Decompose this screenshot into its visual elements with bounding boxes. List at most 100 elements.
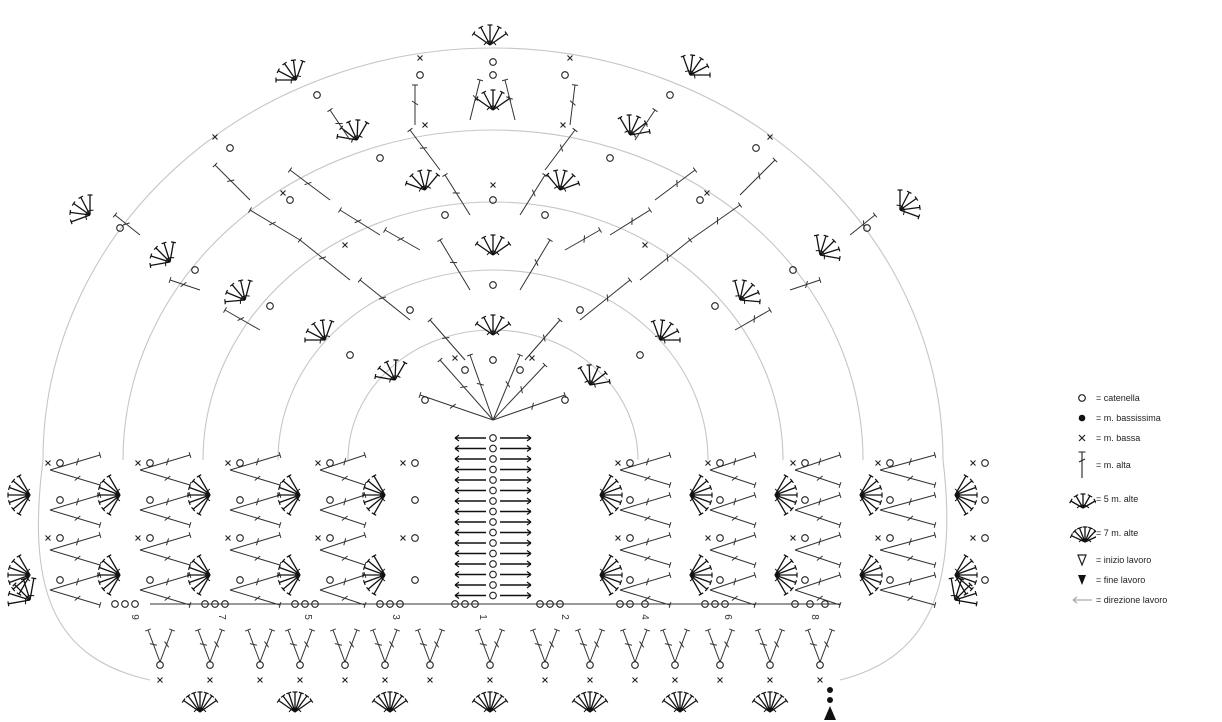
double-crochet (879, 531, 937, 551)
chain-stitch (326, 576, 334, 584)
fan-7-stitch (277, 554, 301, 596)
chain-stitch (111, 600, 119, 608)
double-crochet (229, 589, 282, 609)
double-crochet (223, 307, 261, 331)
double-crochet (370, 628, 386, 663)
chain-stitch (576, 306, 584, 314)
fan-7-stitch (7, 474, 31, 516)
double-crochet (407, 127, 441, 171)
chain-stitch (536, 600, 544, 608)
chain-stitch (381, 661, 389, 669)
double-crochet (467, 353, 494, 421)
chain-stitch (386, 600, 394, 608)
chain-stitch (266, 302, 274, 310)
chain-stitch (701, 600, 709, 608)
chain-stitch (636, 351, 644, 359)
chain-stitch (416, 71, 424, 79)
double-crochet (229, 549, 282, 569)
fan-5-stitch (304, 319, 335, 344)
chain-stitch (301, 600, 309, 608)
row-number-label: 3 (390, 614, 401, 620)
double-crochet (49, 549, 102, 569)
single-crochet (490, 182, 496, 188)
double-crochet (501, 78, 516, 121)
arrowhead (454, 466, 460, 473)
fan-5-stitch (474, 234, 512, 256)
arrowhead (454, 550, 460, 557)
double-crochet (195, 628, 211, 663)
fan-7-stitch (362, 474, 386, 516)
double-crochet (139, 451, 192, 471)
row-number-label: 8 (809, 614, 820, 620)
chain-stitch (326, 459, 334, 467)
double-crochet (794, 469, 842, 489)
double-crochet (524, 317, 563, 361)
chain-stitch (666, 91, 674, 99)
double-crochet (639, 237, 693, 281)
end-marker (824, 706, 836, 720)
chain-stitch (489, 455, 497, 463)
fan-7-legend (1069, 526, 1096, 543)
double-crochet (519, 172, 548, 216)
single-crochet (417, 55, 423, 61)
chain-stitch (671, 661, 679, 669)
single-crochet (487, 677, 493, 683)
single-crochet (817, 677, 823, 683)
chain-stitch (286, 196, 294, 204)
fan-5-stitch (732, 279, 761, 305)
chain-stitch (56, 576, 64, 584)
double-crochet (619, 571, 672, 591)
double-crochet (299, 628, 315, 663)
arrowhead (526, 466, 532, 473)
outer-round-arc (122, 129, 864, 461)
double-crochet (49, 589, 102, 609)
single-crochet (225, 535, 231, 541)
arrowhead (526, 550, 532, 557)
chain-stitch (516, 366, 524, 374)
double-crochet (145, 628, 161, 663)
double-crochet (609, 207, 653, 236)
fan-7-stitch (97, 474, 121, 516)
fan-7-stitch (661, 691, 699, 713)
double-crochet (879, 469, 937, 489)
end-icon (1068, 573, 1096, 587)
chain-stitch (489, 434, 497, 442)
chain-stitch (711, 600, 719, 608)
chain-stitch (641, 600, 649, 608)
chain-stitch (716, 534, 724, 542)
fan-5-stitch (336, 119, 370, 143)
double-crochet (49, 491, 102, 511)
chain-stitch (131, 600, 139, 608)
chain-stitch (981, 496, 989, 504)
single-crochet (45, 535, 51, 541)
chain-stitch (886, 496, 894, 504)
fan-5-stitch (948, 577, 978, 607)
single-crochet (970, 535, 976, 541)
single-crochet (382, 677, 388, 683)
double-crochet (879, 571, 937, 591)
chain-stitch (716, 576, 724, 584)
row-number-label: 5 (302, 614, 313, 620)
double-crochet (634, 628, 650, 663)
double-crochet (49, 451, 102, 471)
single-crochet (297, 677, 303, 683)
chain-stitch (489, 486, 497, 495)
single-crochet (560, 122, 566, 128)
fan-5-stitch (813, 234, 841, 262)
double-crochet (530, 628, 546, 663)
fan-5-legend (1069, 493, 1096, 509)
chain-stitch (489, 71, 497, 79)
arrowhead (526, 581, 532, 589)
chain-stitch (313, 91, 321, 99)
arrowhead (454, 487, 460, 494)
double-crochet (248, 207, 301, 241)
fan-7-stitch (362, 554, 386, 596)
double-crochet (297, 237, 351, 281)
single-crochet-icon (1068, 432, 1096, 444)
double-crochet (383, 227, 421, 251)
arrowhead (454, 455, 460, 463)
stitch-layer (7, 24, 989, 720)
double-crochet (139, 509, 192, 529)
arrowhead (526, 529, 532, 536)
single-crochet (257, 677, 263, 683)
